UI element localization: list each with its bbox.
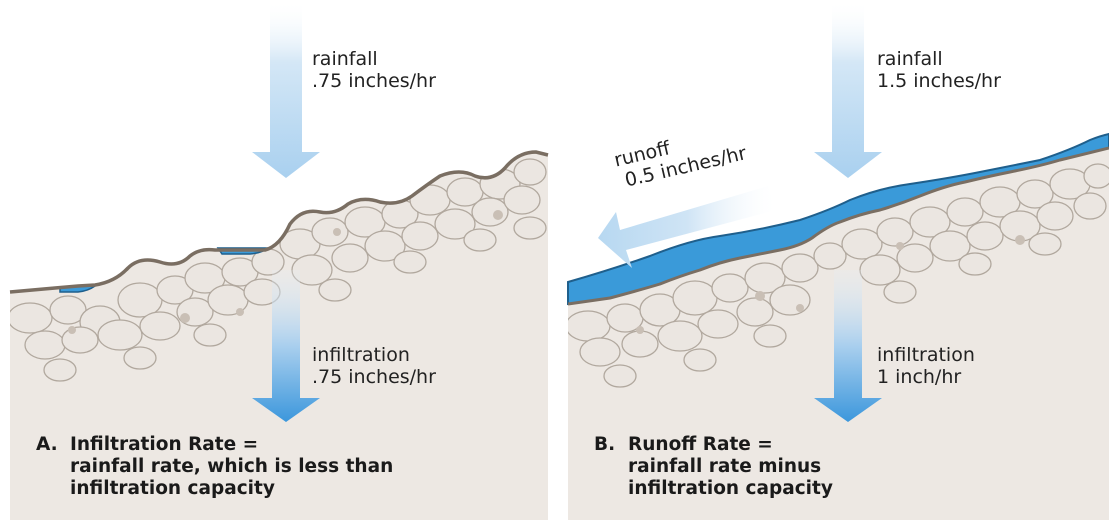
panel-a-rock-shadows <box>68 210 503 334</box>
panel-a-rainfall-arrow <box>252 0 320 178</box>
panel-a-caption-letter: A. <box>36 434 58 455</box>
panel-a-infiltration-label: infiltration .75 inches/hr <box>312 344 436 388</box>
panel-b-caption-letter: B. <box>594 434 616 455</box>
panel-a-infiltration-rate: .75 inches/hr <box>312 366 436 388</box>
panel-a-surface-line <box>9 150 549 294</box>
panel-b-infiltration-rate: 1 inch/hr <box>877 366 962 388</box>
panel-b-infiltration-label: infiltration 1 inch/hr <box>877 344 975 388</box>
panel-b-rock-shadows <box>636 235 1025 334</box>
panel-a-caption-line3: infiltration capacity <box>70 478 275 499</box>
panel-a-caption: A. Infiltration Rate = rainfall rate, whi… <box>36 434 393 500</box>
panel-b-caption-line1: Runoff Rate = <box>628 434 773 455</box>
panel-b-caption: B. Runoff Rate = rainfall rate minus infi… <box>594 434 833 500</box>
panel-b-rainfall-rate: 1.5 inches/hr <box>877 70 1001 92</box>
panel-a-rainfall-rate: .75 inches/hr <box>312 70 436 92</box>
panel-a-infiltration-title: infiltration <box>312 344 410 366</box>
panel-a-infiltration-arrow <box>252 270 320 422</box>
panel-b-caption-line3: infiltration capacity <box>628 478 833 499</box>
panel-b-surface-line <box>567 146 1109 306</box>
panel-b-caption-line2: rainfall rate minus <box>628 456 822 477</box>
panel-a-rainfall-title: rainfall <box>312 48 378 70</box>
panel-b <box>567 0 1109 520</box>
panel-b-runoff-arrow <box>598 186 776 268</box>
panel-b-infiltration-arrow <box>814 270 882 422</box>
panel-a-caption-line1: Infiltration Rate = <box>70 434 259 455</box>
panel-b-infiltration-title: infiltration <box>877 344 975 366</box>
panel-b-rainfall-label: rainfall 1.5 inches/hr <box>877 48 1001 92</box>
panel-a <box>9 0 549 520</box>
panel-b-rainfall-title: rainfall <box>877 48 943 70</box>
panel-a-rainfall-label: rainfall .75 inches/hr <box>312 48 436 92</box>
panel-b-rainfall-arrow <box>814 0 882 178</box>
panel-a-caption-line2: rainfall rate, which is less than <box>70 456 394 477</box>
